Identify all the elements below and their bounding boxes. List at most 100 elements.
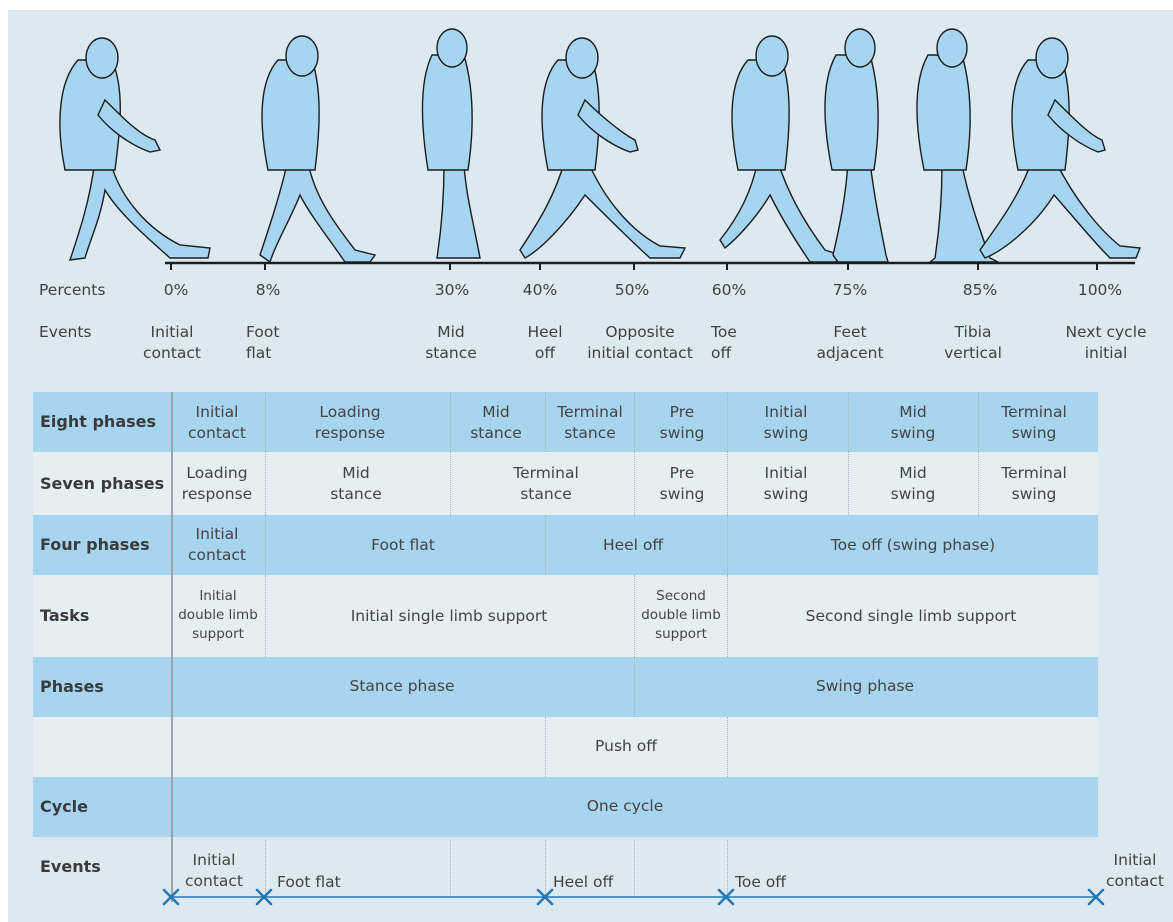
row-head-seven-phases: Seven phases	[40, 474, 165, 493]
figure-initial-contact	[59, 37, 211, 261]
sep	[545, 392, 546, 452]
band-phases	[33, 657, 1098, 717]
sep	[450, 452, 451, 515]
sep	[545, 717, 546, 777]
push-off: Push off	[595, 737, 657, 755]
event-foot-flat: Foot flat	[246, 323, 280, 362]
band-four-phases	[33, 515, 1098, 575]
sep	[265, 392, 266, 452]
percent-100: 100%	[1077, 281, 1123, 299]
seven-mid-swing: Mid swing	[890, 464, 936, 503]
percent-8: 8%	[255, 281, 281, 299]
figure-heel-off	[519, 37, 687, 259]
percents-label: Percents	[39, 281, 106, 299]
event-next-cycle-initial: Next cycle initial	[1065, 323, 1147, 362]
seven-loading-response: Loading response	[181, 464, 253, 503]
eight-terminal-stance: Terminal stance	[557, 403, 623, 442]
sep	[634, 392, 635, 452]
cycle-start-line	[171, 392, 173, 902]
figure-mid-stance	[421, 28, 481, 259]
walking-figures	[59, 28, 1141, 270]
events-timeline	[162, 888, 1105, 906]
sep	[265, 515, 266, 575]
sep	[545, 515, 546, 575]
eight-mid-stance: Mid stance	[470, 403, 522, 442]
row-head-four-phases: Four phases	[40, 535, 150, 554]
sep	[727, 840, 728, 895]
bottom-event-foot-flat: Foot flat	[277, 873, 341, 891]
one-cycle: One cycle	[586, 797, 664, 815]
sep	[848, 452, 849, 515]
seven-pre-swing: Pre swing	[659, 464, 705, 503]
phase-stance: Stance phase	[349, 677, 455, 695]
figure-next-cycle	[979, 37, 1141, 259]
timeline-markers	[162, 888, 1105, 906]
sep	[848, 392, 849, 452]
four-initial-contact: Initial contact	[187, 525, 247, 564]
bottom-event-toe-off: Toe off	[735, 873, 786, 891]
figure-toe-off	[719, 35, 842, 263]
percent-0: 0%	[163, 281, 189, 299]
sep	[450, 392, 451, 452]
event-opposite-initial-contact: Opposite initial contact	[587, 323, 693, 362]
seven-initial-swing: Initial swing	[763, 464, 809, 503]
task-second-single-limb-support: Second single limb support	[805, 607, 1017, 625]
row-head-events: Events	[40, 857, 101, 876]
event-tibia-vertical: Tibia vertical	[944, 323, 1002, 362]
seven-terminal-swing: Terminal swing	[1001, 464, 1067, 503]
phase-swing: Swing phase	[815, 677, 915, 695]
seven-terminal-stance: Terminal stance	[513, 464, 579, 503]
band-eight-phases	[33, 392, 1098, 452]
sep	[727, 575, 728, 657]
eight-loading-response: Loading response	[314, 403, 386, 442]
band-push-off	[33, 717, 1098, 777]
task-initial-single-limb-support: Initial single limb support	[350, 607, 548, 625]
percent-85: 85%	[962, 281, 998, 299]
row-head-phases: Phases	[40, 677, 104, 696]
task-initial-double-limb-support: Initial double limb support	[178, 588, 258, 642]
event-mid-stance: Mid stance	[425, 323, 477, 362]
sep	[545, 840, 546, 895]
bottom-event-heel-off: Heel off	[553, 873, 614, 891]
band-tasks	[33, 575, 1098, 657]
sep	[634, 840, 635, 895]
task-second-double-limb-support: Second double limb support	[641, 588, 721, 642]
sep	[978, 392, 979, 452]
band-seven-phases	[33, 452, 1098, 515]
ground-ticks	[170, 263, 1098, 270]
eight-initial-swing: Initial swing	[763, 403, 809, 442]
figure-foot-flat	[259, 35, 377, 264]
sep	[450, 840, 451, 895]
cross-marker-icon	[162, 888, 180, 906]
sep	[727, 452, 728, 515]
sep	[634, 452, 635, 515]
cross-marker-icon	[717, 888, 735, 906]
sep	[727, 717, 728, 777]
eight-mid-swing: Mid swing	[890, 403, 936, 442]
bottom-event-initial-contact: Initial contact	[184, 851, 244, 890]
percent-75: 75%	[832, 281, 868, 299]
events-label-top: Events	[39, 323, 92, 341]
eight-terminal-swing: Terminal swing	[1001, 403, 1067, 442]
eight-initial-contact: Initial contact	[187, 403, 247, 442]
sep	[727, 515, 728, 575]
cross-marker-icon	[536, 888, 554, 906]
sep	[265, 840, 266, 895]
cross-marker-icon	[1087, 888, 1105, 906]
row-head-eight-phases: Eight phases	[40, 412, 157, 431]
event-heel-off: Heel off	[527, 323, 563, 362]
event-feet-adjacent: Feet adjacent	[816, 323, 884, 362]
sep	[727, 392, 728, 452]
sep	[978, 452, 979, 515]
eight-pre-swing: Pre swing	[659, 403, 705, 442]
row-head-tasks: Tasks	[40, 606, 90, 625]
sep	[634, 575, 635, 657]
cross-marker-icon	[255, 888, 273, 906]
row-head-cycle: Cycle	[40, 797, 88, 816]
sep	[265, 575, 266, 657]
seven-mid-stance: Mid stance	[330, 464, 382, 503]
four-foot-flat: Foot flat	[371, 536, 435, 554]
percent-40: 40%	[522, 281, 558, 299]
percent-50: 50%	[614, 281, 650, 299]
